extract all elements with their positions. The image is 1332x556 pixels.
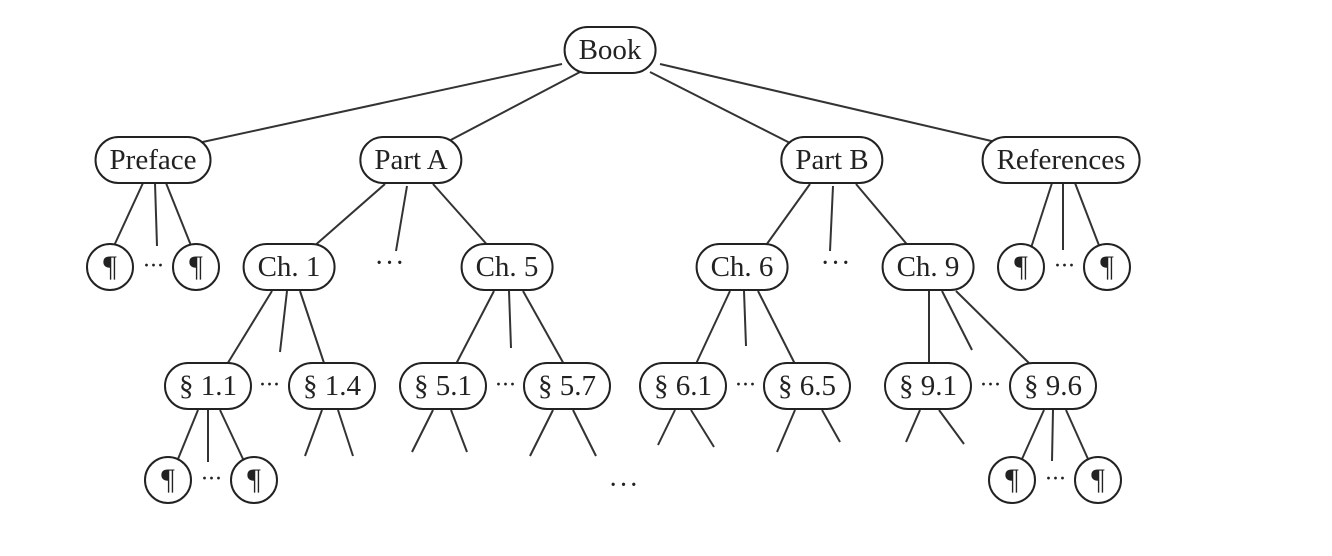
- ellipsis-ch-9: ···: [979, 372, 1002, 398]
- ellipsis-ch-5: ···: [494, 372, 517, 398]
- node-paragraph: ¶: [144, 456, 192, 504]
- edge-references-para-left: [1030, 182, 1053, 249]
- edge-ch9-stub: [941, 290, 973, 351]
- edge-s9-6-stub: [1051, 409, 1054, 462]
- edge-book-preface: [197, 63, 563, 144]
- node-paragraph: ¶: [997, 243, 1045, 291]
- edge-s1-1-para-right: [219, 409, 244, 460]
- edge-s6-5-left: [776, 409, 796, 453]
- edge-ch5-s5-7: [522, 290, 566, 367]
- node-part-b: Part B: [780, 136, 884, 184]
- ellipsis-part-b: ···: [820, 248, 852, 279]
- node-book: Book: [563, 26, 657, 74]
- edge-book-references: [659, 63, 1001, 144]
- node-paragraph: ¶: [988, 456, 1036, 504]
- node-ch-5: Ch. 5: [460, 243, 554, 291]
- edge-s5-1-right: [450, 409, 468, 453]
- edge-s6-1-left: [657, 409, 676, 446]
- node-ch-9: Ch. 9: [881, 243, 975, 291]
- node-section-6-5: § 6.5: [763, 362, 851, 410]
- ellipsis-ch-6: ···: [734, 372, 757, 398]
- node-references: References: [981, 136, 1141, 184]
- edge-s9-6-para-right: [1065, 409, 1089, 460]
- edge-s6-5-right: [821, 409, 841, 443]
- edge-part-b-ch6: [763, 183, 811, 249]
- node-ch-1: Ch. 1: [242, 243, 336, 291]
- edge-s5-1-left: [411, 409, 434, 453]
- edge-s1-1-para-left: [177, 409, 199, 460]
- edge-s9-1-right: [938, 409, 965, 445]
- edge-s1-4-right: [337, 409, 354, 457]
- node-section-5-7: § 5.7: [523, 362, 611, 410]
- ellipsis-preface: ···: [142, 253, 165, 279]
- edge-s9-1-left: [905, 409, 921, 443]
- node-part-a: Part A: [359, 136, 463, 184]
- edge-part-b-ch9: [855, 183, 911, 249]
- ellipsis-part-a: ···: [374, 248, 406, 279]
- node-ch-6: Ch. 6: [695, 243, 789, 291]
- edge-ch1-s1-4: [299, 290, 326, 367]
- edge-part-a-ch5: [432, 183, 491, 249]
- edge-ch5-s5-1: [454, 290, 495, 367]
- node-paragraph: ¶: [1074, 456, 1122, 504]
- edge-ch1-s1-1: [225, 290, 273, 367]
- edge-ch5-stub: [508, 290, 512, 349]
- edge-ch6-s6-5: [757, 290, 797, 367]
- edge-ch6-s6-1: [694, 290, 731, 367]
- edge-s1-4-left: [304, 409, 323, 457]
- edge-preface-para-left: [112, 182, 144, 249]
- ellipsis-references: ···: [1053, 253, 1076, 279]
- edge-part-b-stub: [829, 185, 834, 252]
- edge-ch6-stub: [743, 290, 747, 347]
- edge-s5-7-right: [572, 409, 597, 457]
- edge-book-part-b: [649, 71, 791, 144]
- edge-part-a-stub: [395, 185, 408, 252]
- node-preface: Preface: [94, 136, 212, 184]
- node-paragraph: ¶: [230, 456, 278, 504]
- ellipsis-section-9-6: ···: [1044, 466, 1067, 492]
- edge-preface-stub: [154, 182, 158, 247]
- node-section-5-1: § 5.1: [399, 362, 487, 410]
- node-section-6-1: § 6.1: [639, 362, 727, 410]
- node-paragraph: ¶: [172, 243, 220, 291]
- edge-references-para-right: [1074, 182, 1101, 249]
- node-section-9-6: § 9.6: [1009, 362, 1097, 410]
- node-paragraph: ¶: [1083, 243, 1131, 291]
- edge-part-a-ch1: [311, 183, 386, 249]
- ellipsis-bottom: ···: [608, 470, 640, 501]
- edge-book-part-a: [444, 71, 581, 144]
- node-section-1-1: § 1.1: [164, 362, 252, 410]
- node-paragraph: ¶: [86, 243, 134, 291]
- edge-s6-1-right: [690, 409, 715, 448]
- edge-preface-para-right: [165, 182, 193, 249]
- ellipsis-ch-1: ···: [258, 372, 281, 398]
- edge-s5-7-left: [529, 409, 554, 457]
- edge-s9-6-para-left: [1021, 409, 1045, 460]
- ellipsis-section-1-1: ···: [200, 466, 223, 492]
- node-section-9-1: § 9.1: [884, 362, 972, 410]
- edge-ch9-s9-6: [955, 290, 1033, 367]
- edge-ch1-stub: [279, 290, 288, 353]
- node-section-1-4: § 1.4: [288, 362, 376, 410]
